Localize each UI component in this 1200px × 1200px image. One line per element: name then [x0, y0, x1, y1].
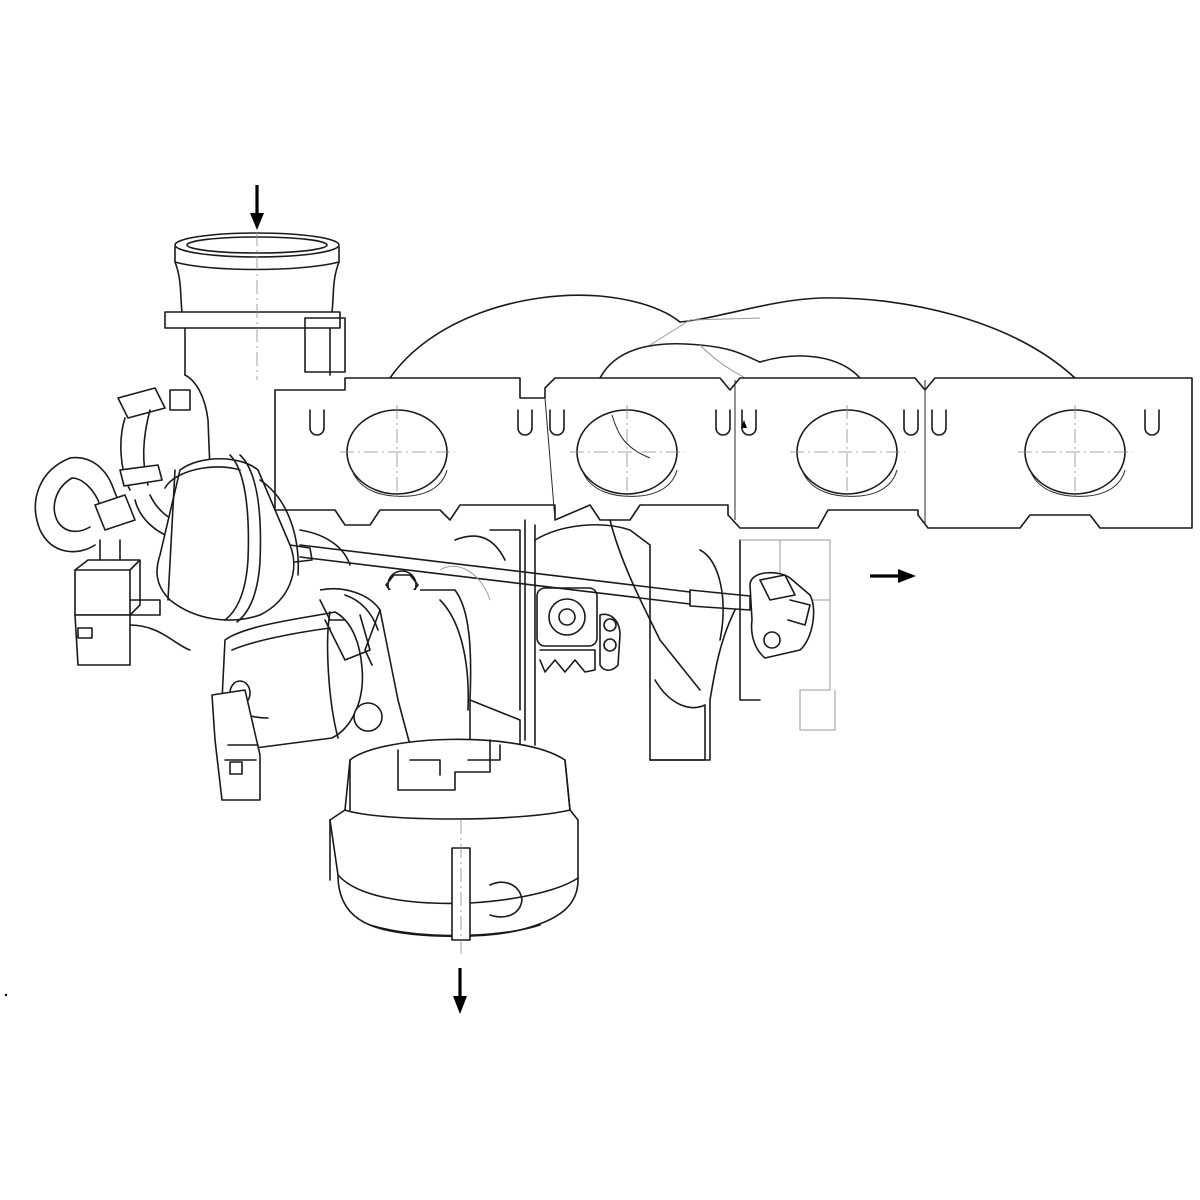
manifold-port-3 — [790, 405, 905, 500]
manifold-flange — [274, 377, 1193, 529]
manifold-port-1 — [340, 405, 455, 500]
wastegate-actuator-rod — [299, 544, 815, 659]
boost-solenoid-valve — [74, 539, 191, 666]
stray-dot — [4, 993, 8, 997]
breather-hoses — [34, 387, 189, 553]
turbine-housing-block — [319, 529, 521, 746]
turbine-center-body — [524, 519, 836, 761]
intake-inlet-arrow — [250, 185, 264, 230]
wastegate-actuator — [156, 454, 351, 623]
charge-air-outlet-arrow — [870, 569, 916, 583]
marker-tick — [741, 420, 747, 428]
turbine-outlet-housing — [329, 738, 579, 955]
compressor-intake-tube — [164, 232, 346, 471]
exhaust-outlet-arrow — [453, 968, 467, 1014]
manifold-port-2 — [570, 405, 685, 500]
manifold-runners — [389, 294, 1076, 379]
manifold-port-4 — [1018, 405, 1133, 500]
electric-actuator-motor — [211, 611, 383, 801]
